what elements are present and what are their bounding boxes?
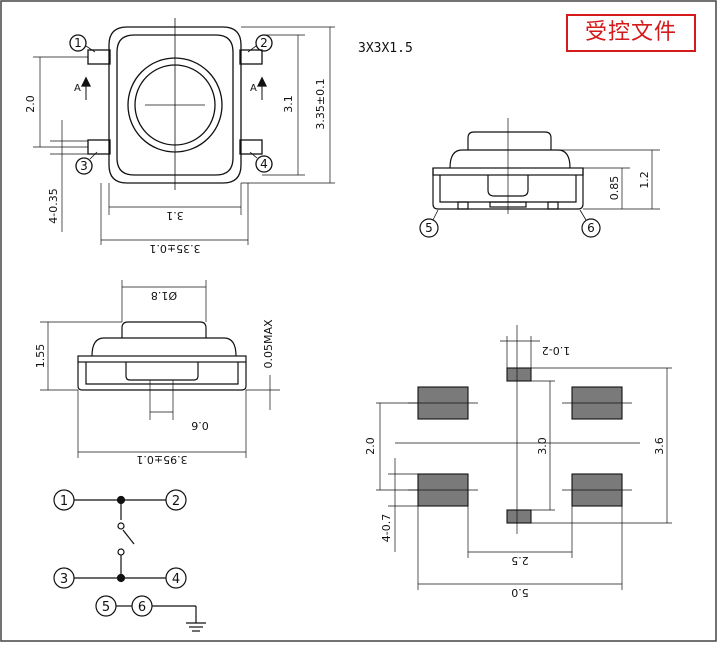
dim-pad-inner: 3.0 <box>536 437 549 455</box>
dim-overall: 3.35±0.1 <box>314 78 327 129</box>
pad-layout <box>376 325 672 590</box>
pin-label-4: 4 <box>260 157 268 171</box>
top-view <box>33 18 335 245</box>
dim-lead: 0.6 <box>191 419 209 432</box>
dim-width: 3.95±0.1 <box>136 453 187 466</box>
dim-pad-height: 4-0.7 <box>380 514 393 542</box>
dim-height-2: 1.2 <box>638 171 651 189</box>
dim-lead-width: 4-0.35 <box>47 188 60 223</box>
pin-label-2: 2 <box>260 36 268 50</box>
dim-overall-bottom: 3.35±0.1 <box>149 242 200 255</box>
pin-label-1: 1 <box>74 36 82 50</box>
dim-actuator: Ø1.8 <box>151 289 177 302</box>
pin-label-3: 3 <box>80 159 88 173</box>
dim-body-bottom: 3.1 <box>166 209 184 222</box>
dim-pad-width: 1.0-2 <box>542 344 570 357</box>
schematic <box>53 489 206 632</box>
controlled-document-stamp: 受控文件 <box>566 14 696 52</box>
dim-height: 1.55 <box>34 344 47 369</box>
section-mark-left: A <box>74 83 81 94</box>
node-1: 1 <box>60 494 68 509</box>
node-6: 6 <box>138 600 146 615</box>
model-label: 3X3X1.5 <box>358 41 413 56</box>
front-view <box>40 280 280 458</box>
pin-label-5: 5 <box>425 221 433 235</box>
dim-pad-x-outer: 5.0 <box>511 586 529 599</box>
dim-pad-outer: 3.6 <box>653 437 666 455</box>
dim-pitch: 2.0 <box>24 95 37 113</box>
node-2: 2 <box>172 494 180 509</box>
dim-pad-x-inner: 2.5 <box>511 554 529 567</box>
dim-pad-pitch: 2.0 <box>364 437 377 455</box>
dim-height-1: 0.85 <box>608 176 621 201</box>
section-mark-right: A <box>250 83 257 94</box>
node-5: 5 <box>102 600 110 615</box>
dim-flatness: 0.05MAX <box>262 319 275 369</box>
pin-label-6: 6 <box>587 221 595 235</box>
dim-body: 3.1 <box>282 95 295 113</box>
node-4: 4 <box>172 572 180 587</box>
node-3: 3 <box>60 572 68 587</box>
side-view <box>419 118 660 238</box>
